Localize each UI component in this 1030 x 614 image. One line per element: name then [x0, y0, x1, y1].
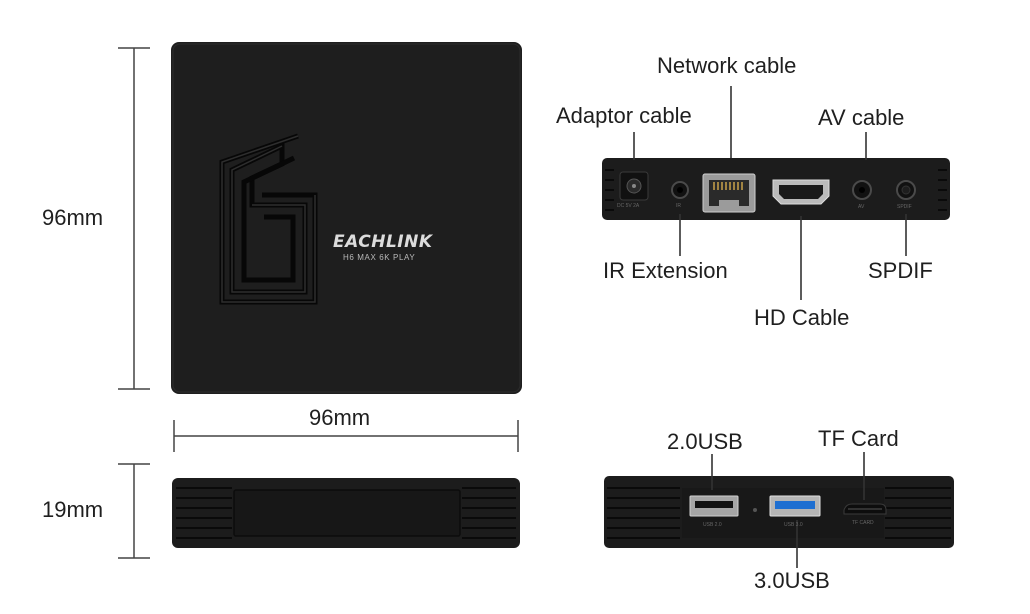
usb2-port-mark: USB 2.0 — [703, 522, 722, 528]
ethernet-port-icon — [702, 173, 756, 213]
usb3-port-icon — [769, 495, 821, 517]
av-jack-icon — [852, 180, 872, 200]
spdif-port-icon — [896, 180, 916, 200]
dc-jack-icon — [619, 171, 649, 201]
width-dimension-line — [173, 420, 519, 452]
dc-port-mark: DC 5V 2A — [617, 203, 640, 209]
usb-panel-view — [604, 476, 954, 548]
ir-jack-icon — [671, 181, 689, 199]
rear-callout-lines — [633, 86, 907, 300]
brand-name: EACHLINK — [333, 232, 433, 252]
device-side-view — [172, 478, 520, 548]
thickness-label: 19mm — [42, 497, 104, 522]
tf-port-mark: TF CARD — [852, 520, 874, 526]
brand-model: H6 MAX 6K PLAY — [343, 253, 416, 262]
av-port-mark: AV — [858, 204, 865, 210]
usb2-label: 2.0USB — [667, 429, 743, 454]
ir-port-mark: IR — [676, 203, 681, 209]
height-dimension-line — [118, 47, 150, 390]
usb-callout-lines — [711, 452, 865, 568]
spdif-port-mark: SPDIF — [897, 204, 912, 210]
tf-slot-icon — [843, 503, 887, 515]
av-cable-label: AV cable — [818, 105, 905, 130]
ir-extension-label: IR Extension — [603, 258, 728, 283]
tf-card-label: TF Card — [818, 426, 899, 451]
six-logo-shade — [221, 135, 316, 303]
network-cable-label: Network cable — [657, 53, 797, 78]
usb3-label: 3.0USB — [754, 568, 830, 593]
rear-panel-view — [602, 158, 950, 220]
device-top-view — [171, 42, 522, 394]
thickness-dimension-line — [118, 463, 150, 559]
brand-logo: EACHLINK H6 MAX 6K PLAY — [333, 232, 453, 262]
width-label: 96mm — [309, 405, 371, 430]
adaptor-cable-label: Adaptor cable — [556, 103, 692, 128]
height-label: 96mm — [42, 205, 104, 230]
usb3-port-mark: USB 3.0 — [784, 522, 803, 528]
hd-cable-label: HD Cable — [754, 305, 850, 330]
spdif-label: SPDIF — [868, 258, 933, 283]
hdmi-port-icon — [772, 179, 830, 205]
usb2-port-icon — [689, 495, 739, 517]
